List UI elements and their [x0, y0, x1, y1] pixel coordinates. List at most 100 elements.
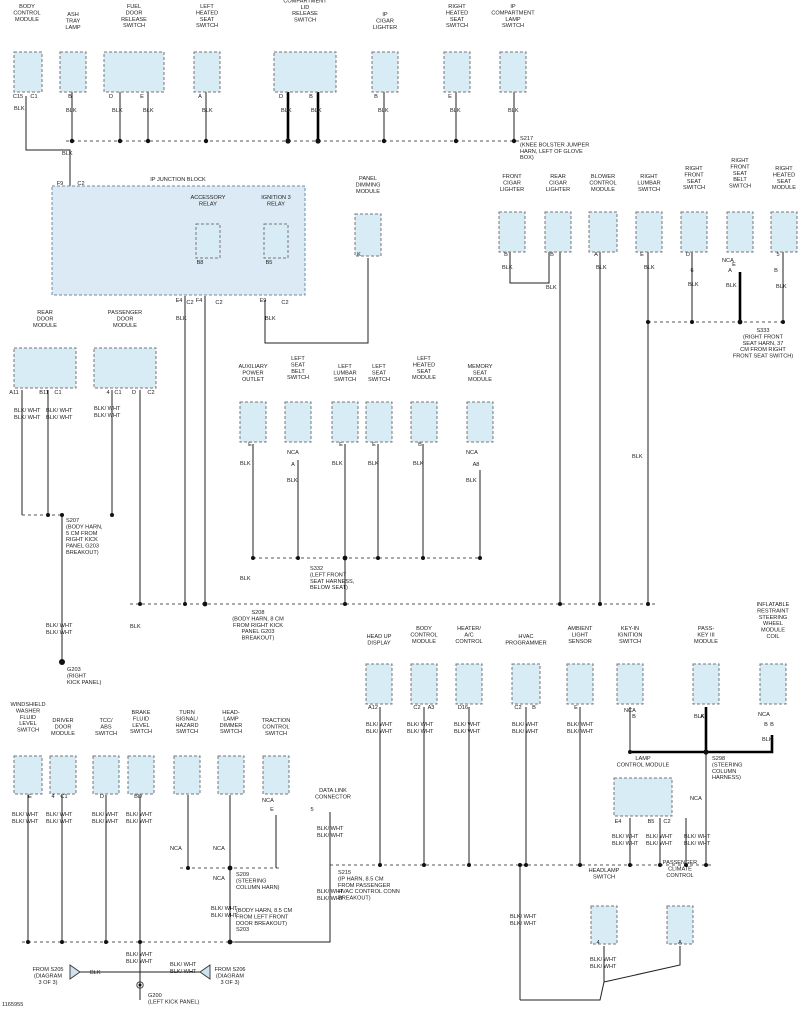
wire-color-label: BLK/ WHT [14, 415, 41, 421]
module-traction [262, 755, 290, 795]
splice-s207: 5 CM FROM [66, 531, 98, 537]
module-ash_lamp [59, 51, 87, 93]
wire-color-label: NCA [213, 876, 225, 882]
label-bcm_top: MODULE [15, 17, 39, 23]
wire-color-label: BLK/ WHT [684, 841, 711, 847]
label-rear_comp: RELEASE [292, 11, 318, 17]
label-ip_jb: IP JUNCTION BLOCK [150, 177, 206, 183]
splice-g203: (RIGHT [67, 673, 87, 679]
label-rear_door: DOOR [37, 316, 54, 322]
wire-color-label: BLK [62, 151, 73, 157]
module-inflatable [759, 663, 787, 705]
splice-from205: 3 OF 3) [39, 980, 58, 986]
module-tcc [92, 755, 120, 795]
wire-color-label: BLK [202, 108, 213, 114]
pin-label: E [372, 442, 376, 448]
label-l_belt_sw: LEFT [291, 356, 305, 362]
splice-from205: (DIAGRAM [34, 973, 62, 979]
pin-label: D [686, 252, 690, 258]
module-passkey [692, 663, 720, 705]
label-bcm_low: MODULE [412, 639, 436, 645]
label-l_seat_sw: SWITCH [368, 377, 390, 383]
splice-s217: (KNEE BOLSTER JUMPER [520, 142, 589, 148]
label-memory_seat: MEMORY [467, 364, 492, 370]
pin-label: B [418, 442, 422, 448]
pin-label: E [248, 442, 252, 448]
label-hvac_prog: PROGRAMMER [505, 640, 546, 646]
label-r_lumbar: RIGHT [640, 174, 658, 180]
label-rear_comp: SWITCH [294, 18, 316, 24]
wire-color-label: BLK [596, 265, 607, 271]
module-r_front_seat_sw [680, 211, 708, 253]
label-l_htd_seat_sw: LEFT [200, 4, 214, 10]
wire-color-label: BLK/ WHT [366, 722, 393, 728]
label-l_lumbar: LUMBAR [333, 370, 356, 376]
module-washer [13, 755, 43, 795]
label-acc_relay: ACCESSORY [190, 195, 225, 201]
splice-s209: S209 [236, 872, 249, 878]
label-lamp_ctrl: CONTROL MODULE [617, 762, 670, 768]
pin-label: E [448, 94, 452, 100]
wire-color-label: BLK [546, 285, 557, 291]
pin-label: A [700, 714, 704, 720]
label-key_in: SWITCH [619, 639, 641, 645]
splice-s207: (BODY HARN, [66, 524, 103, 530]
wire-e9 [264, 258, 369, 344]
label-fuel_door: RELEASE [121, 17, 147, 23]
module-ign3_relay [263, 223, 289, 259]
module-ambient [566, 663, 594, 705]
pin-label: B [770, 722, 774, 728]
pin-label: E9 [260, 298, 267, 304]
wire-color-label: BLK/ WHT [512, 729, 539, 735]
wire-color-label: BLK/ WHT [92, 819, 119, 825]
pin-label: A [594, 252, 598, 258]
pin-label: B [374, 94, 378, 100]
module-r_front_belt_sw [726, 211, 754, 253]
label-turn_signal: SIGNAL/ [176, 716, 199, 722]
label-aux_outlet: OUTLET [242, 377, 265, 383]
pin-label: C2 [413, 705, 420, 711]
wire-color-label: NCA [690, 796, 702, 802]
arrow-from-s205 [69, 964, 81, 980]
label-r_lumbar: SWITCH [638, 187, 660, 193]
label-brake_fluid: SWITCH [130, 729, 152, 735]
pin-label: D [138, 794, 142, 800]
wire-color-label: BLK [632, 454, 643, 460]
label-r_htd_seat_sw: SWITCH [446, 23, 468, 29]
splice-s217: HARN, LEFT OF GLOVE [520, 149, 583, 155]
splice-g200: (LEFT KICK PANEL) [148, 999, 200, 1005]
module-rear_cigar [544, 211, 572, 253]
label-brake_fluid: FLUID [133, 716, 149, 722]
module-lamp_ctrl [613, 777, 673, 817]
label-turn_signal: SWITCH [176, 729, 198, 735]
wire-inflatable [630, 735, 774, 754]
label-turn_signal: TURN [179, 710, 195, 716]
label-r_front_belt_sw: BELT [733, 177, 747, 183]
splice-s209: COLUMN HARN) [236, 885, 280, 891]
module-headlamp_sw [590, 905, 618, 945]
label-aux_outlet: POWER [242, 370, 263, 376]
pin-label: B11 [39, 390, 49, 396]
wire-dlc [235, 812, 331, 943]
label-pass_door: DOOR [117, 316, 134, 322]
label-memory_seat: MODULE [468, 377, 492, 383]
label-l_belt_sw: SEAT [291, 362, 306, 368]
label-rear_door: REAR [37, 310, 53, 316]
label-ambient: SENSOR [568, 639, 592, 645]
pin-label: B [504, 252, 508, 258]
pin-label: B [774, 268, 778, 274]
label-ign3_relay: IGNITION 3 [261, 195, 291, 201]
wire-color-label: BLK/ WHT [567, 722, 594, 728]
pin-label: E [270, 807, 274, 813]
splice-s333: S333 [756, 328, 769, 334]
label-bcm_top: CONTROL [13, 10, 40, 16]
wire-color-label: BLK/ WHT [407, 729, 434, 735]
splice-s217: BOX) [520, 155, 534, 161]
label-passkey: MODULE [694, 639, 718, 645]
pin-label: A [728, 268, 732, 274]
label-r_front_seat_sw: SEAT [687, 179, 702, 185]
label-r_front_belt_sw: RIGHT [731, 158, 749, 164]
wire-color-label: BLK/ WHT [14, 408, 41, 414]
